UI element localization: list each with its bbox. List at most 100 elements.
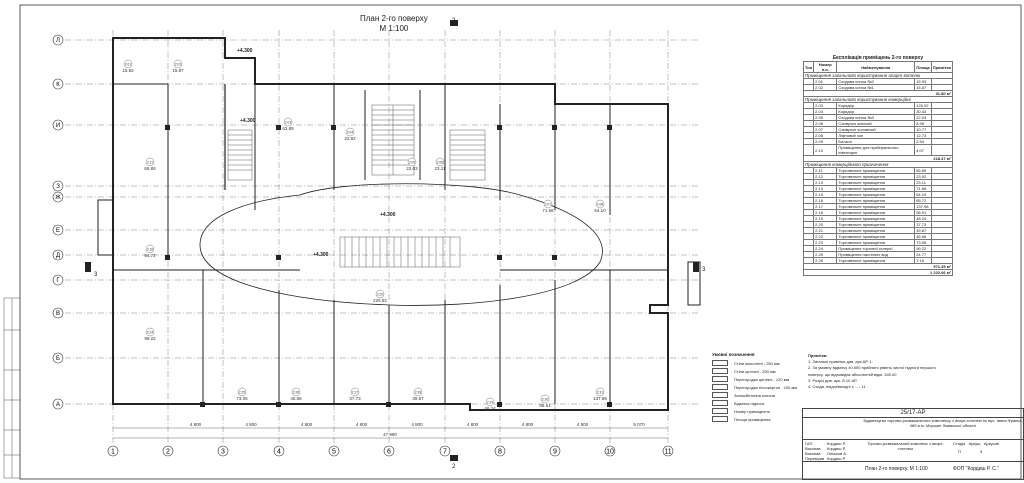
row-label: Е	[56, 228, 60, 234]
room-number: 2.29	[487, 401, 493, 405]
stamp-company: ФОП "Кордиш Р. С."	[953, 466, 999, 472]
room-number: 2.16	[147, 248, 153, 252]
room-area: 15.87	[172, 68, 184, 73]
stamp-role: Перевірив	[805, 456, 825, 461]
room-number-mark	[350, 387, 360, 397]
room-number-mark	[237, 387, 247, 397]
svg-text:2: 2	[452, 18, 456, 24]
dimension-value: 4 800	[245, 422, 257, 427]
room-number: 2.27	[352, 391, 358, 395]
column-label: 10	[606, 449, 614, 456]
room-area: 65.51	[539, 403, 551, 408]
row-label: И	[56, 123, 60, 129]
total-dimension: 47 990	[383, 432, 397, 437]
svg-text:3: 3	[94, 272, 98, 278]
legend-item: Перегородки цегляні - 120 мм	[712, 375, 822, 383]
column-bubble	[217, 445, 229, 457]
legend-label: Номер приміщення	[734, 408, 770, 414]
stamp-stage: П	[958, 449, 961, 454]
row-bubble	[52, 274, 64, 286]
room-number-mark	[413, 387, 423, 397]
room-number-mark	[291, 387, 301, 397]
explication-header-cell: Номер п.п.	[813, 61, 838, 73]
column-axes	[112, 30, 669, 445]
room-area: 65.89	[144, 166, 156, 171]
dimension-line	[113, 427, 668, 439]
row-label: Г	[56, 278, 60, 284]
svg-text:2: 2	[452, 464, 456, 470]
note-item: 1. Загальні примітки див. арк.АР-1.	[808, 359, 873, 365]
legend-label: Стіни монолітні - 250 мм	[734, 360, 780, 366]
room-number-mark	[543, 199, 553, 209]
row-bubble	[52, 78, 64, 90]
row-bubble	[52, 398, 64, 410]
room-number: 2.30	[542, 398, 548, 402]
stamp-sheet-title: План 2-го поверху. М 1:100	[865, 466, 928, 472]
legend-title: Умовні позначення	[712, 352, 755, 357]
structural-columns	[165, 125, 612, 407]
room-number: 2.08	[597, 203, 603, 207]
legend-swatch	[712, 360, 728, 366]
room-area: 15.92	[122, 68, 134, 73]
room-area: 73.06	[236, 396, 248, 401]
legend-item: Номер приміщення	[712, 407, 822, 415]
room-number: 2.20	[377, 293, 383, 297]
legend-swatch	[712, 392, 728, 398]
column-label: 7	[443, 449, 447, 456]
dimension-value: 4 800	[356, 422, 368, 427]
legend-item: Залізобетонна колона	[712, 391, 822, 399]
title-stamp: 25/17-АР Будівництво торгово-розважально…	[802, 408, 1024, 480]
stamp-name: Лиськов А.	[827, 451, 847, 456]
explication-body: Приміщення загального користування апарт…	[802, 72, 954, 276]
walls	[97, 37, 701, 411]
legend-label: Відмітка підлоги	[734, 400, 765, 406]
explication-header-cell: Площа	[914, 61, 932, 73]
explication-header-cell: Найменування	[836, 61, 916, 73]
legend-swatch	[712, 368, 728, 374]
row-label: Ж	[55, 195, 61, 201]
room-area: 22.92	[344, 136, 356, 141]
room-number-mark	[485, 397, 495, 407]
stamp-stage-label: Стадія Аркуш Аркушів	[953, 441, 999, 446]
dimension-value: 4 800	[411, 422, 423, 427]
stamp-code: 25/17-АР	[803, 409, 1023, 418]
stamp-name: Кордиш Р.	[827, 456, 846, 461]
row-bubble	[52, 119, 64, 131]
room-area: 23.11	[435, 166, 446, 171]
room-area: 46.68	[290, 396, 302, 401]
column-label: 8	[498, 449, 502, 456]
notes-title: Примітки:	[808, 353, 828, 358]
plan-scale: М 1:100	[379, 24, 409, 33]
column-bubble	[383, 445, 395, 457]
room-labels: 2.0115.922.0215.872.0363.892.0422.922.05…	[122, 59, 607, 411]
column-bubble	[273, 445, 285, 457]
room-number: 2.25	[239, 391, 245, 395]
legend-item: Відмітка підлоги	[712, 399, 822, 407]
column-bubble	[328, 445, 340, 457]
stamp-name: Кордиш Р.	[827, 446, 846, 451]
column-label: 6	[387, 449, 391, 456]
room-number-mark	[435, 157, 445, 167]
room-number: 2.28	[415, 391, 421, 395]
room-number-mark	[145, 244, 155, 254]
legend-label: Залізобетонна колона	[734, 392, 775, 398]
column-label: 5	[332, 449, 336, 456]
room-number-mark	[173, 59, 183, 69]
room-number: 2.06	[437, 161, 443, 165]
row-label: Л	[56, 38, 60, 44]
column-label: 9	[553, 449, 557, 456]
room-area: 48.24	[484, 406, 496, 411]
room-area: 64.10	[594, 208, 606, 213]
row-bubble	[52, 180, 64, 192]
room-number-mark	[145, 327, 155, 337]
column-bubble	[549, 445, 561, 457]
legend-item: Перегородки гіпсокартон - 100 мм	[712, 383, 822, 391]
row-label: З	[56, 184, 60, 190]
plan-title-text: План 2-го поверху	[360, 14, 428, 23]
